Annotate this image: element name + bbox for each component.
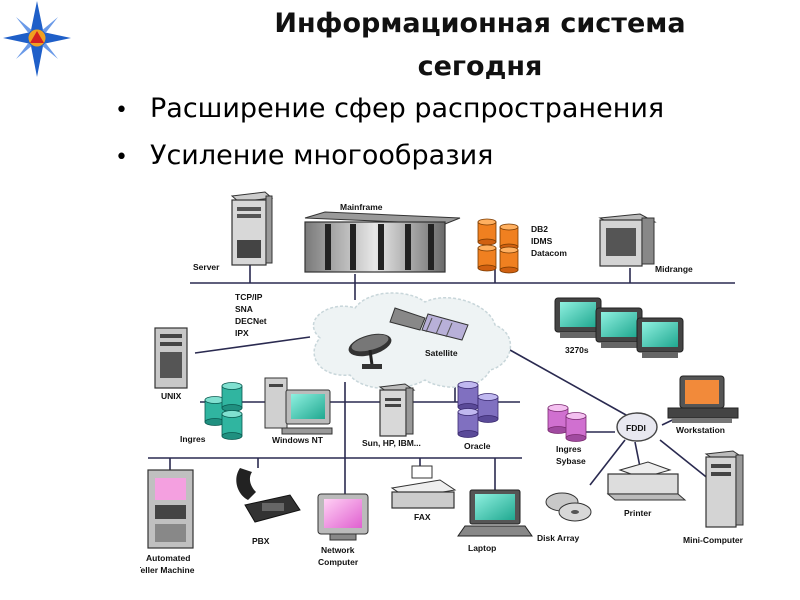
bullet-text: Усиление многообразия xyxy=(150,140,494,171)
label-ingres: Ingres xyxy=(180,434,206,444)
label-datacom: Datacom xyxy=(531,248,567,258)
label-oracle: Oracle xyxy=(464,441,491,451)
mainframe-icon xyxy=(304,211,461,273)
label-laptop: Laptop xyxy=(468,543,496,553)
oracle-database-icon xyxy=(457,381,499,438)
server-tower-icon xyxy=(230,191,274,266)
label-tcpip: TCP/IP xyxy=(235,292,263,302)
ingres-database-icon xyxy=(204,382,243,440)
title-line-1: Информационная система xyxy=(274,8,686,39)
bullet-text: Расширение сфер распространения xyxy=(150,93,665,124)
unix-server-icon xyxy=(154,327,188,389)
fax-machine-icon xyxy=(390,465,457,509)
label-ipx: IPX xyxy=(235,328,249,338)
diagram-labels: Server Mainframe DB2 IDMS Datacom Midran… xyxy=(140,202,744,575)
bullet-item: • Усиление многообразия xyxy=(115,133,664,180)
bullet-dot: • xyxy=(115,98,128,123)
network-computer-icon xyxy=(317,493,369,541)
label-server: Server xyxy=(193,262,220,272)
mini-computer-icon xyxy=(704,450,744,528)
fddi-hub-icon xyxy=(616,412,658,442)
pbx-phone-icon xyxy=(236,468,301,523)
bullet-dot: • xyxy=(115,145,128,170)
label-fddi: FDDI xyxy=(626,423,646,433)
label-sybase: Sybase xyxy=(556,456,586,466)
ingres-sybase-database-icon xyxy=(547,404,587,442)
printer-icon xyxy=(606,461,687,501)
label-network-computer-2: Computer xyxy=(318,557,359,567)
title-line-2: сегодня xyxy=(417,51,543,82)
database-cylinders-icon xyxy=(477,218,519,274)
label-sna: SNA xyxy=(235,304,253,314)
label-idms: IDMS xyxy=(531,236,553,246)
label-db2: DB2 xyxy=(531,224,548,234)
laptop-icon xyxy=(457,489,533,537)
label-sun-hp-ibm: Sun, HP, IBM... xyxy=(362,438,421,448)
label-fax: FAX xyxy=(414,512,431,522)
midrange-server-icon xyxy=(598,213,657,267)
label-ingres-2: Ingres xyxy=(556,444,582,454)
workstation-icon xyxy=(667,375,739,423)
satellite-dish-icon xyxy=(348,333,392,369)
bullet-list: • Расширение сфер распространения • Усилен… xyxy=(115,86,664,180)
label-mini-computer: Mini-Computer xyxy=(683,535,744,545)
unix-workstation-tower-icon xyxy=(378,383,416,437)
label-disk-array: Disk Array xyxy=(537,533,579,543)
terminals-3270-icon xyxy=(554,297,684,358)
compass-star-logo xyxy=(3,1,71,77)
label-atm-2: Teller Machine xyxy=(140,565,195,575)
satellite-cloud xyxy=(312,292,512,390)
bullet-item: • Расширение сфер распространения xyxy=(115,86,664,133)
slide-title: Информационная система сегодня xyxy=(180,2,780,88)
label-unix: UNIX xyxy=(161,391,182,401)
label-atm-1: Automated xyxy=(146,553,190,563)
label-printer: Printer xyxy=(624,508,652,518)
atm-machine-icon xyxy=(147,469,194,549)
label-network-computer-1: Network xyxy=(321,545,355,555)
label-pbx: PBX xyxy=(252,536,270,546)
label-midrange: Midrange xyxy=(655,264,693,274)
label-decnet: DECNet xyxy=(235,316,267,326)
label-mainframe: Mainframe xyxy=(340,202,383,212)
label-satellite: Satellite xyxy=(425,348,458,358)
network-diagram: Server Mainframe DB2 IDMS Datacom Midran… xyxy=(140,191,744,575)
label-workstation: Workstation xyxy=(676,425,725,435)
satellite-icon xyxy=(389,307,469,341)
label-3270s: 3270s xyxy=(565,345,589,355)
label-windows-nt: Windows NT xyxy=(272,435,324,445)
windows-nt-pc-icon xyxy=(264,377,333,435)
disk-array-icon xyxy=(545,492,592,522)
